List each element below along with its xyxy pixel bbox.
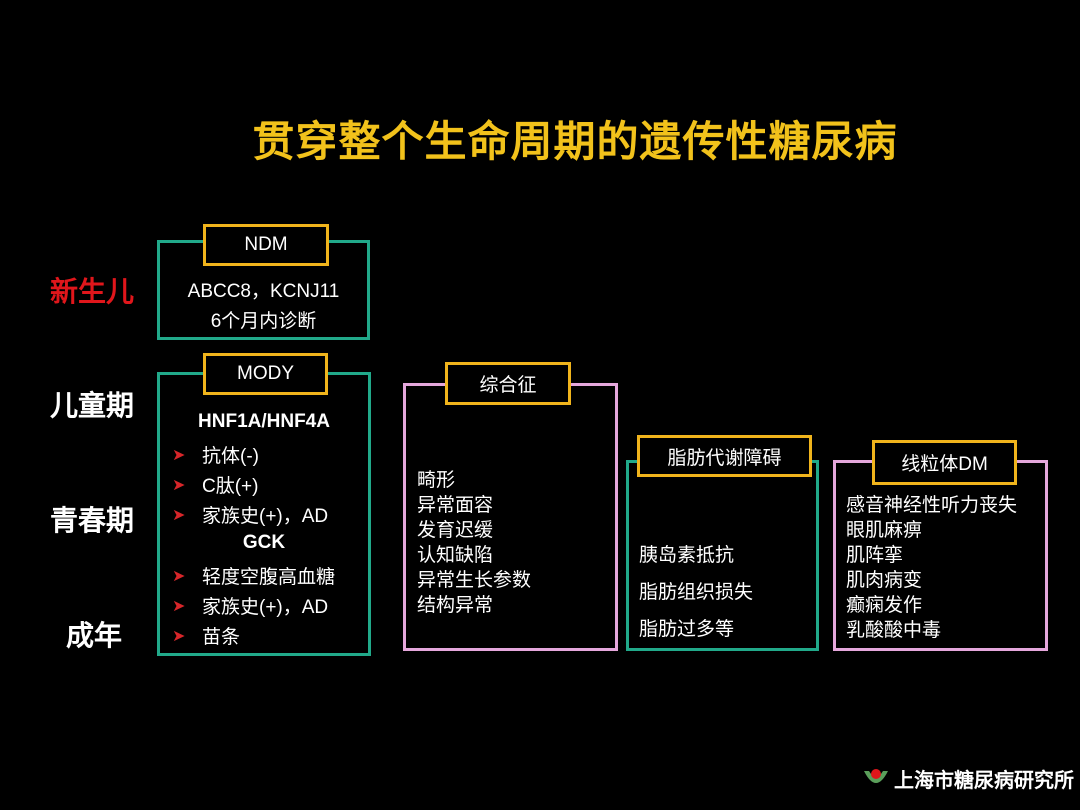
list-item: 认知缺陷 xyxy=(417,545,494,566)
list-item: 肌肉病变 xyxy=(846,570,923,591)
arrow-bullet-icon: ➤ xyxy=(172,446,186,464)
arrow-bullet-icon: ➤ xyxy=(172,567,186,585)
syndrome-list: 畸形 异常面容 发育迟缓 认知缺陷 异常生长参数 结构异常 xyxy=(417,468,531,618)
mody-box: HNF1A/HNF4A ➤抗体(-) ➤C肽(+) ➤家族史(+)，AD GCK… xyxy=(157,372,371,656)
slide-title: 贯穿整个生命周期的遗传性糖尿病 xyxy=(252,118,898,165)
stage-newborn: 新生儿 xyxy=(50,276,135,307)
list-item: ➤家族史(+)，AD xyxy=(172,597,329,618)
stage-adult: 成年 xyxy=(66,620,123,651)
lipid-box: 胰岛素抵抗 脂肪组织损失 脂肪过多等 xyxy=(626,460,819,651)
mito-label: 线粒体DM xyxy=(872,440,1017,485)
org-name: 上海市糖尿病研究所 xyxy=(894,770,1074,792)
list-item: ➤抗体(-) xyxy=(172,446,259,467)
mito-list: 感音神经性听力丧失 眼肌麻痹 肌阵挛 肌肉病变 癫痫发作 乳酸酸中毒 xyxy=(846,493,1017,643)
ndm-box: ABCC8，KCNJ11 6个月内诊断 xyxy=(157,240,370,340)
stage-childhood: 儿童期 xyxy=(50,390,135,421)
mody-group-hnf: HNF1A/HNF4A xyxy=(198,411,330,432)
list-item: 感音神经性听力丧失 xyxy=(846,495,1018,516)
lipid-label: 脂肪代谢障碍 xyxy=(637,435,812,477)
list-item: 结构异常 xyxy=(417,595,494,616)
syndrome-box: 畸形 异常面容 发育迟缓 认知缺陷 异常生长参数 结构异常 xyxy=(403,383,618,651)
institute-logo-icon xyxy=(864,768,888,783)
list-item: 异常面容 xyxy=(417,495,494,516)
ndm-diagnosis: 6个月内诊断 xyxy=(210,311,317,332)
mody-label: MODY xyxy=(203,353,328,395)
arrow-bullet-icon: ➤ xyxy=(172,476,186,494)
list-item: 脂肪过多等 xyxy=(639,619,735,640)
ndm-genes: ABCC8，KCNJ11 xyxy=(187,281,340,302)
stage-adolescence: 青春期 xyxy=(50,505,135,536)
list-item: ➤C肽(+) xyxy=(172,476,259,497)
arrow-bullet-icon: ➤ xyxy=(172,506,186,524)
mito-box: 感音神经性听力丧失 眼肌麻痹 肌阵挛 肌肉病变 癫痫发作 乳酸酸中毒 xyxy=(833,460,1048,651)
syndrome-label: 综合征 xyxy=(445,362,571,405)
ndm-label: NDM xyxy=(203,224,329,266)
list-item: 异常生长参数 xyxy=(417,570,532,591)
list-item: 胰岛素抵抗 xyxy=(639,545,735,566)
list-item: 发育迟缓 xyxy=(417,520,494,541)
mody-group-gck: GCK xyxy=(242,532,286,553)
footer-org: 上海市糖尿病研究所 xyxy=(862,764,1074,793)
list-item: 畸形 xyxy=(417,470,456,491)
list-item: 癫痫发作 xyxy=(846,595,923,616)
list-item: ➤轻度空腹高血糖 xyxy=(172,567,336,588)
list-item: 乳酸酸中毒 xyxy=(846,620,942,641)
list-item: 脂肪组织损失 xyxy=(639,582,754,603)
list-item: ➤家族史(+)，AD xyxy=(172,506,329,527)
list-item: ➤苗条 xyxy=(172,627,241,648)
list-item: 眼肌麻痹 xyxy=(846,520,923,541)
arrow-bullet-icon: ➤ xyxy=(172,597,186,615)
list-item: 肌阵挛 xyxy=(846,545,904,566)
arrow-bullet-icon: ➤ xyxy=(172,627,186,645)
